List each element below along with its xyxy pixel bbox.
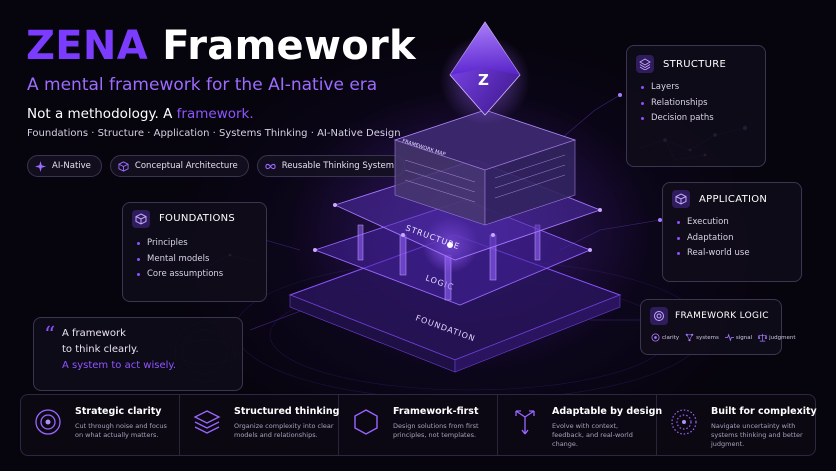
quote-line-2: to think clearly. bbox=[62, 344, 139, 355]
chip-systems: systems bbox=[685, 333, 719, 342]
list-item: Real-world use bbox=[677, 246, 750, 262]
structure-card: STRUCTURE Layers Relationships Decision … bbox=[626, 45, 766, 167]
target-icon bbox=[651, 333, 660, 342]
foundations-list: Principles Mental models Core assumption… bbox=[137, 236, 223, 283]
tagline-prefix: Not a methodology. A bbox=[27, 106, 177, 122]
chip-label: clarity bbox=[662, 334, 680, 341]
list-item: Decision paths bbox=[641, 111, 714, 127]
foundations-icon-box bbox=[132, 210, 150, 228]
framework-diagram: FOUNDATION LOGIC STRUCTURE FRAMEWORK MAP bbox=[288, 21, 622, 373]
chip-clarity: clarity bbox=[651, 333, 679, 342]
topics-line: Foundations · Structure · Application · … bbox=[27, 128, 401, 139]
cube-icon bbox=[135, 213, 147, 225]
hexagon-icon bbox=[354, 409, 378, 435]
framework-logic-title: FRAMEWORK LOGIC bbox=[675, 311, 769, 321]
pill-label: Reusable Thinking System bbox=[281, 161, 395, 171]
framework-map-block: FRAMEWORK MAP bbox=[393, 109, 577, 226]
quote-line-1: A framework bbox=[62, 328, 126, 339]
application-list: Execution Adaptation Real-world use bbox=[677, 215, 750, 262]
application-icon-box bbox=[672, 190, 690, 208]
structure-list: Layers Relationships Decision paths bbox=[641, 80, 714, 127]
page-subtitle: A mental framework for the AI-native era bbox=[27, 75, 378, 95]
list-item: Layers bbox=[641, 80, 714, 96]
structure-title: STRUCTURE bbox=[663, 59, 727, 70]
application-title: APPLICATION bbox=[699, 194, 768, 205]
framework-logic-card: FRAMEWORK LOGIC clarity systems signal j… bbox=[640, 299, 796, 355]
quote-mark-icon: “ bbox=[44, 323, 56, 348]
structure-icon-box bbox=[636, 55, 654, 73]
logic-chip-row: clarity systems signal judgment bbox=[651, 333, 796, 342]
feature-description: Evolve with context, feedback, and real-… bbox=[552, 422, 633, 448]
feature-description: Organize complexity into clear models an… bbox=[234, 422, 334, 439]
pill-row: AI-Native Conceptual Architecture Reusab… bbox=[27, 155, 406, 177]
layers-icon bbox=[193, 410, 221, 434]
target-icon bbox=[35, 409, 61, 435]
apex-letter: Z bbox=[478, 71, 489, 89]
chip-label: signal bbox=[735, 334, 753, 341]
apex-diamond: Z bbox=[440, 21, 530, 125]
chip-judgment: judgment bbox=[758, 333, 796, 342]
feature-description: Navigate uncertainty with systems thinki… bbox=[711, 422, 803, 448]
title-rest: Framework bbox=[147, 23, 416, 69]
feature-title: Framework-first bbox=[393, 406, 479, 417]
chip-label: judgment bbox=[769, 334, 796, 341]
list-item: Relationships bbox=[641, 96, 714, 112]
globe-dots-icon bbox=[671, 409, 697, 435]
pill-conceptual-architecture: Conceptual Architecture bbox=[109, 155, 249, 177]
tagline: Not a methodology. A framework. bbox=[27, 106, 254, 122]
spiral-icon bbox=[654, 311, 664, 321]
scale-icon bbox=[758, 333, 768, 342]
list-item: Execution bbox=[677, 215, 750, 231]
arrows-icon bbox=[515, 410, 535, 435]
foundations-title: FOUNDATIONS bbox=[159, 213, 236, 224]
list-item: Principles bbox=[137, 236, 223, 252]
quote-line-3: A system to act wisely. bbox=[62, 360, 177, 371]
feature-framework-first: Framework-first Design solutions from fi… bbox=[339, 395, 498, 455]
pill-ai-native: AI-Native bbox=[27, 155, 102, 177]
list-item: Mental models bbox=[137, 252, 223, 268]
page-title: ZENA Framework bbox=[26, 24, 416, 68]
application-card: APPLICATION Execution Adaptation Real-wo… bbox=[662, 182, 802, 282]
feature-description: Cut through noise and focus on what actu… bbox=[75, 422, 167, 439]
list-item: Core assumptions bbox=[137, 267, 223, 283]
sparkle-icon bbox=[35, 160, 46, 172]
feature-title: Built for complexity bbox=[711, 406, 817, 417]
pill-label: AI-Native bbox=[52, 161, 91, 171]
cube-icon bbox=[118, 160, 129, 172]
feature-strategic-clarity: Strategic clarity Cut through noise and … bbox=[21, 395, 180, 455]
feature-structured-thinking: Structured thinking Organize complexity … bbox=[180, 395, 339, 455]
chip-label: systems bbox=[696, 334, 719, 341]
quote-card: “ A framework to think clearly. A system… bbox=[33, 317, 243, 391]
feature-title: Structured thinking bbox=[234, 406, 340, 417]
pulse-icon bbox=[724, 333, 734, 342]
feature-title: Strategic clarity bbox=[75, 406, 162, 417]
glow-nodes bbox=[313, 203, 602, 252]
feature-built-for-complexity: Built for complexity Navigate uncertaint… bbox=[657, 395, 817, 455]
title-accent: ZENA bbox=[26, 23, 148, 69]
tagline-highlight: framework. bbox=[176, 106, 254, 122]
feature-adaptable-by-design: Adaptable by design Evolve with context,… bbox=[498, 395, 662, 455]
foundations-card: FOUNDATIONS Principles Mental models Cor… bbox=[122, 202, 267, 302]
pill-label: Conceptual Architecture bbox=[134, 161, 238, 171]
feature-description: Design solutions from first principles, … bbox=[393, 422, 479, 439]
layers-icon bbox=[639, 58, 651, 70]
list-item: Adaptation bbox=[677, 231, 750, 247]
pill-reusable-thinking-system: Reusable Thinking System bbox=[256, 155, 406, 177]
network-icon bbox=[685, 333, 694, 342]
framework-logic-icon-box bbox=[650, 307, 668, 325]
feature-bar: Strategic clarity Cut through noise and … bbox=[20, 394, 817, 456]
cube-icon bbox=[675, 193, 687, 205]
chip-signal: signal bbox=[724, 333, 753, 342]
feature-title: Adaptable by design bbox=[552, 406, 663, 417]
infinity-icon bbox=[265, 163, 276, 169]
